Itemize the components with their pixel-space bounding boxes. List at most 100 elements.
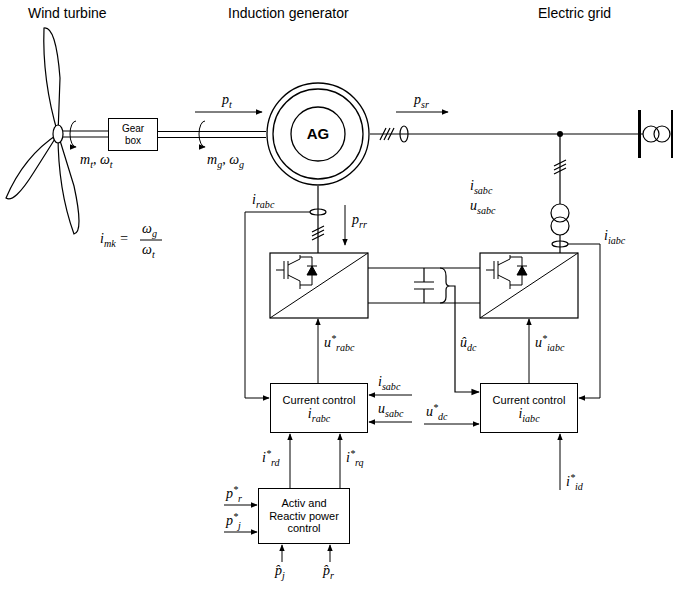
stator-grid-line (551, 217, 569, 235)
signal-arrows (224, 532, 257, 533)
math-base: i (346, 450, 350, 465)
superscript-star: * (570, 472, 575, 483)
subscript: dc (438, 411, 448, 422)
fraction-bar (140, 240, 162, 241)
signal-arrows (560, 434, 561, 490)
wind-turbine-rotor (44, 28, 60, 134)
node-text: Current control (283, 394, 356, 407)
math-base: p̂ (323, 563, 330, 578)
subscript: iabc (547, 342, 564, 353)
generator-ring (291, 107, 345, 161)
power-flow-arrows (345, 205, 346, 245)
grid-busbar (671, 110, 673, 158)
fraction-bar (140, 240, 162, 241)
subscript: sr (421, 99, 429, 110)
signal-arrows (282, 545, 283, 562)
signal-name: u*iabc (535, 335, 564, 351)
signal-arrows (369, 422, 412, 423)
math-base: i (604, 228, 608, 243)
rotor-line (312, 226, 324, 240)
torque-speed-symbol: mg, ωg (207, 152, 244, 168)
math-base: u (426, 404, 433, 419)
grid-busbar (638, 110, 641, 158)
node-text: AG (307, 125, 330, 142)
stator-grid-line (370, 133, 640, 134)
power-flow-arrows (396, 112, 448, 113)
subscript: t (90, 159, 93, 170)
dc-link (414, 268, 434, 303)
subscript: rabc (336, 342, 354, 353)
math-base: i (252, 192, 256, 207)
converter-symbols (270, 253, 368, 318)
math-base: u (535, 335, 542, 350)
subscript: rq (355, 457, 364, 468)
superscript-star: * (542, 333, 547, 344)
subscript: t (229, 99, 232, 110)
subscript: mk (104, 238, 116, 249)
subscript: iabc (608, 235, 625, 246)
subscript: sabc (477, 205, 495, 216)
node-text: Gear box (118, 123, 148, 146)
math-base: m (207, 152, 217, 167)
signal-name: irabc (252, 192, 274, 208)
signal-name: u*dc (426, 404, 448, 420)
subscript: rabc (312, 413, 330, 424)
signal-name: u*rabc (324, 335, 355, 351)
converter-symbols (270, 253, 578, 318)
node-text: Current control (493, 394, 566, 407)
node-text: irabc (308, 406, 330, 422)
signal-arrows (224, 505, 257, 506)
section-heading: Electric grid (538, 5, 611, 21)
signal-name: p*r (226, 486, 242, 502)
subscript: iabc (522, 413, 539, 424)
math-base: i (262, 450, 266, 465)
torque-arrows (199, 121, 205, 147)
wind-turbine-rotor (6, 134, 58, 199)
signal-name: p̂r (323, 563, 334, 579)
measurement-leaders (245, 212, 600, 398)
generator-shaft (158, 132, 266, 138)
section-heading: Wind turbine (28, 5, 107, 21)
signal-name: isabc (470, 178, 492, 194)
control-box: Current controlirabc (270, 383, 368, 433)
signal-arrows (330, 545, 331, 562)
signal-name: usabc (470, 198, 495, 214)
subscript: sabc (385, 408, 403, 419)
subscript: rabc (256, 199, 274, 210)
math-base: u (378, 401, 385, 416)
torque-arrows (70, 121, 76, 147)
subscript: sabc (382, 381, 400, 392)
stator-grid-line (552, 241, 568, 247)
dc-link (368, 268, 480, 303)
subscript: id (575, 481, 583, 492)
math-base: m (80, 152, 90, 167)
wind-turbine-rotor (53, 125, 63, 143)
math-base: p (226, 513, 233, 528)
superscript-star: * (331, 333, 336, 344)
subscript: r (330, 570, 334, 581)
rotor-line (317, 186, 318, 253)
stator-grid-line (554, 160, 566, 174)
node-text: iiabc (518, 406, 539, 422)
stator-grid-line (380, 128, 394, 140)
gear-ratio-formula: ωt (142, 242, 155, 258)
control-box: Current controliiabc (480, 383, 578, 433)
generator-circle: AG (266, 82, 370, 186)
superscript-star: * (233, 484, 238, 495)
signal-connector (340, 434, 341, 488)
subscript: g (217, 159, 222, 170)
wind-turbine-rotor (58, 134, 79, 234)
rotor-line (310, 186, 326, 253)
subscript: dc (467, 342, 477, 353)
math-base: i (308, 406, 312, 421)
gearbox-box: Gear box (108, 118, 158, 151)
signal-name: p̂j (275, 563, 285, 579)
subscript: rr (359, 219, 367, 230)
signal-name: i*id (566, 474, 583, 490)
signal-name: i*rd (262, 450, 280, 466)
power-symbol: prr (352, 212, 367, 228)
gear-ratio-formula: imk = (100, 231, 129, 247)
subscript: t (152, 249, 155, 260)
math-base: û (460, 335, 467, 350)
generator-ring (273, 89, 363, 179)
